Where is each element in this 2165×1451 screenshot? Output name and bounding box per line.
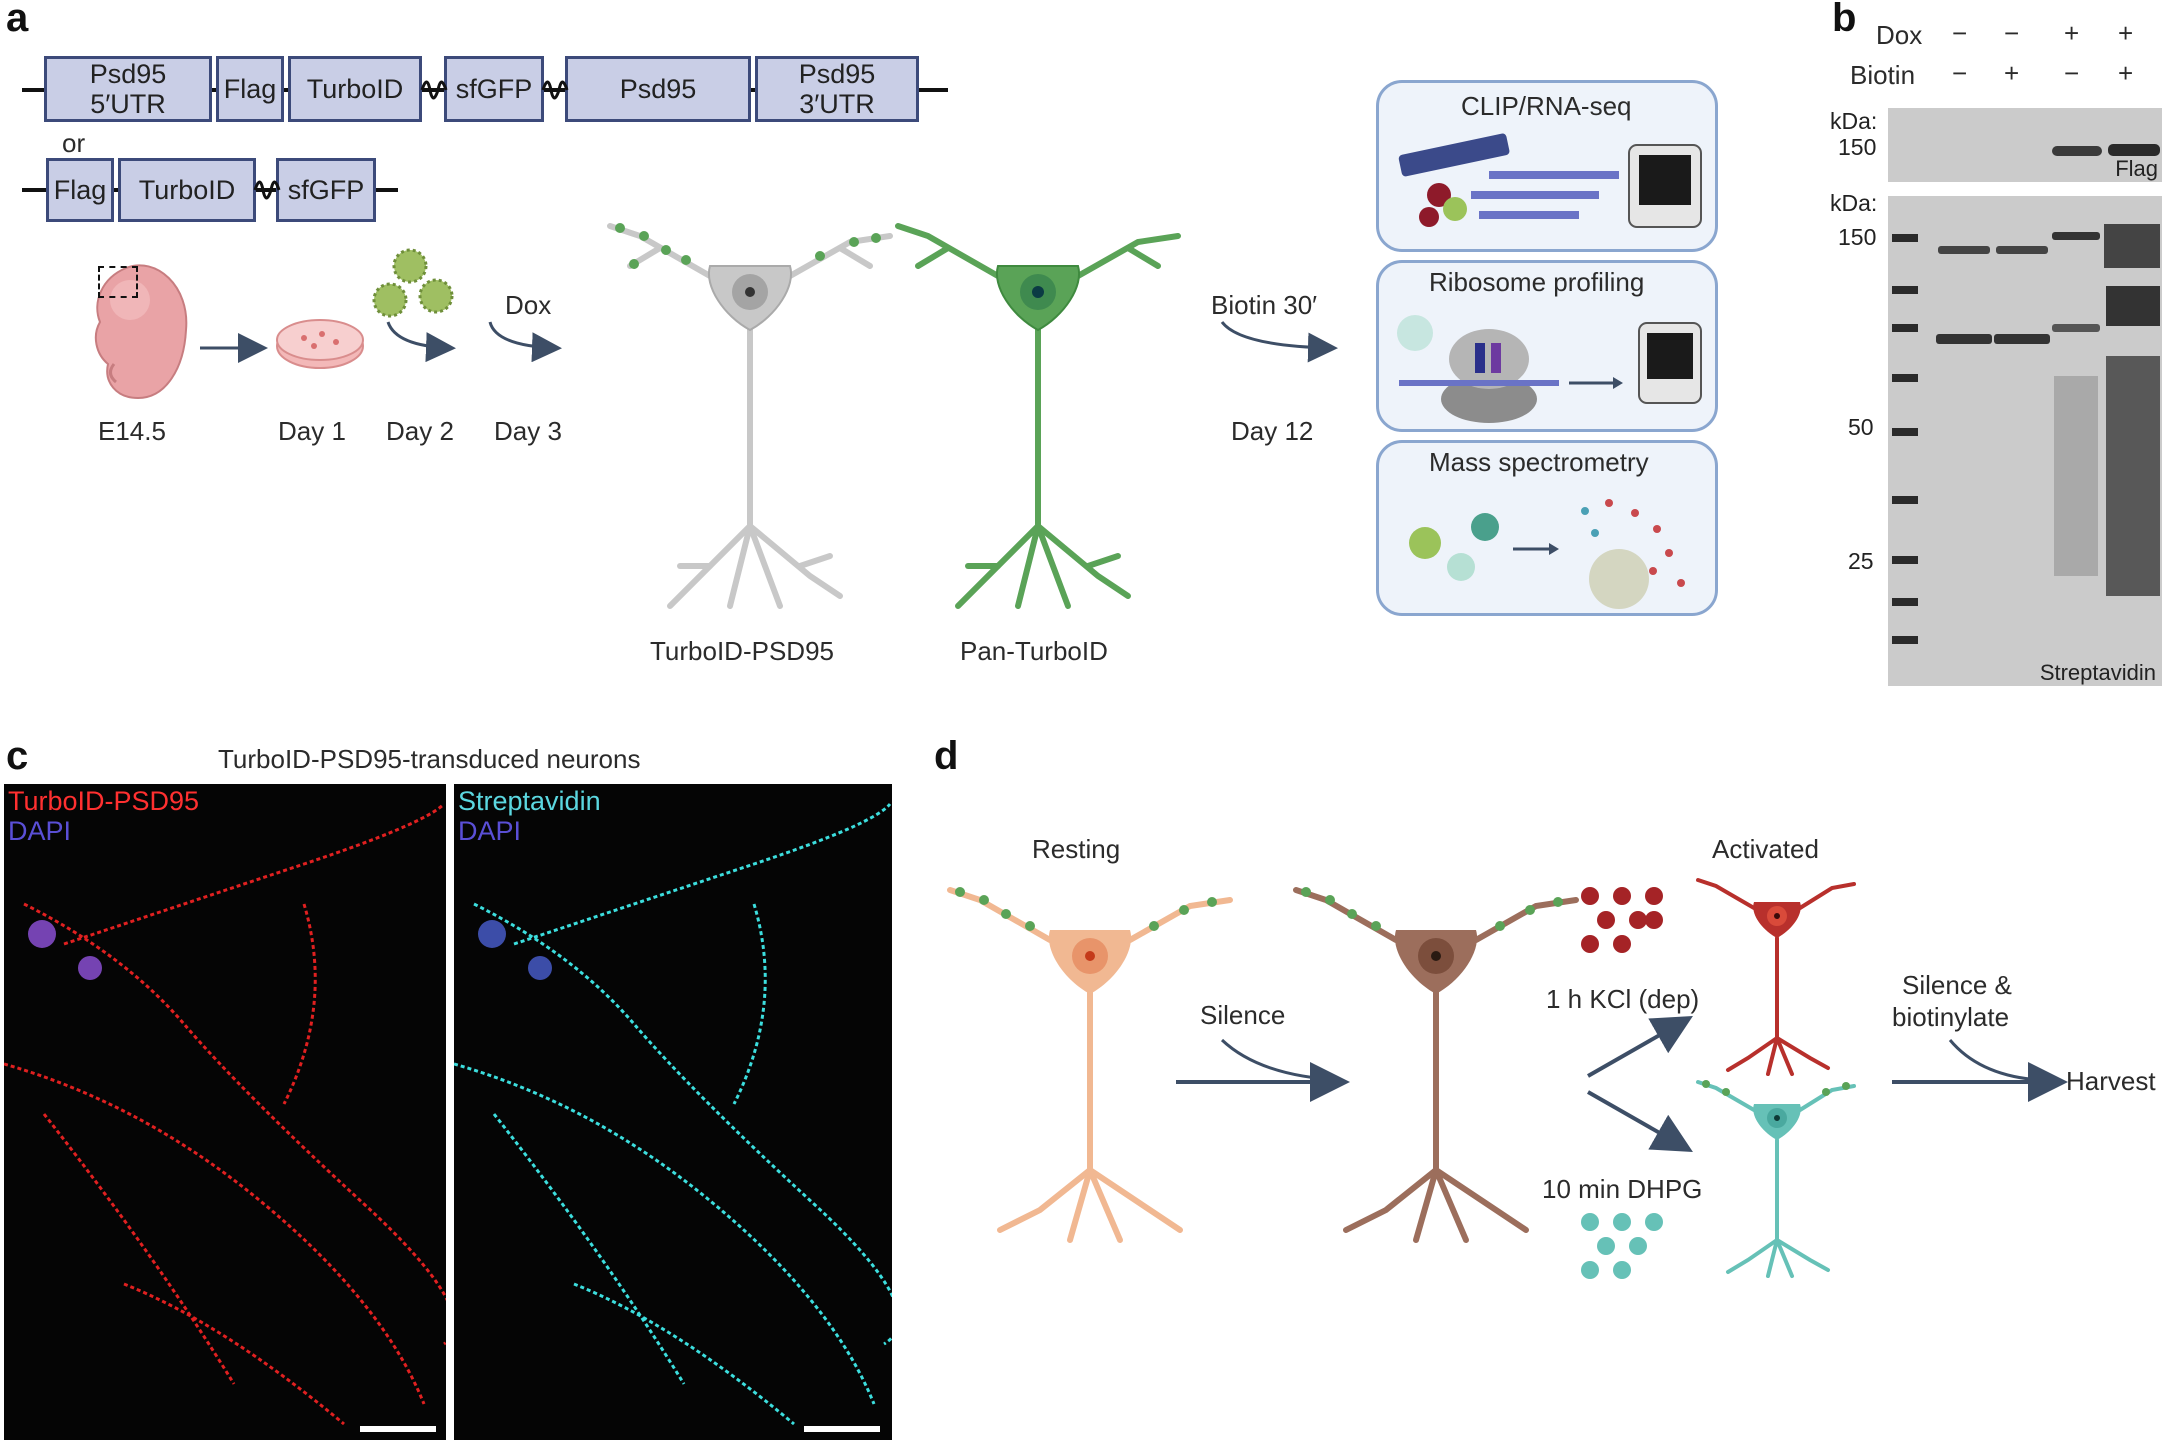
neuron-activated-kcl [1696, 878, 1856, 1076]
timeline-arrows [200, 321, 1338, 363]
streptavidin-blot: Streptavidin [1888, 196, 2162, 686]
dox-lane-3: + [2064, 18, 2080, 48]
activated-label: Activated [1712, 834, 1819, 864]
panel-b-letter: b [1832, 0, 1857, 40]
neuron-resting [947, 887, 1233, 1243]
blot-dox-label: Dox [1876, 20, 1923, 50]
construct2-flag: Flag [46, 158, 114, 222]
silence-biotinylate-label-1: Silence & [1902, 970, 2012, 1000]
neuron-activated-dhpg [1696, 1080, 1856, 1278]
panel-d-letter: d [934, 734, 959, 778]
harvest-label: Harvest [2066, 1066, 2156, 1096]
virus-particles-icon [372, 248, 454, 318]
streptavidin-blot-label: Streptavidin [2039, 660, 2156, 685]
blot1-150-label: 150 [1838, 134, 1877, 160]
biotin-label: Biotin 30′ [1211, 290, 1318, 320]
dox-lane-2: − [2004, 18, 2020, 48]
assay-ms-title: Mass spectrometry [1429, 447, 1649, 477]
micrograph-dapi-label-right: DAPI [458, 816, 522, 846]
cyan-neurite-signal [454, 802, 892, 1432]
construct-psd95-3utr: Psd95 3′UTR [755, 56, 919, 122]
assay-clip-rna-seq: CLIP/RNA-seq [1376, 80, 1718, 252]
day1-label: Day 1 [278, 416, 346, 446]
silence-label: Silence [1200, 1000, 1286, 1030]
construct-psd95-label: Psd95 [619, 74, 697, 104]
construct2-sfgfp: sfGFP [276, 158, 376, 222]
day3-label: Day 3 [494, 416, 562, 446]
blot-biotin-label: Biotin [1850, 60, 1916, 90]
neuron-turboid-psd95 [607, 223, 893, 609]
panel-c-title: TurboID-PSD95-transduced neurons [218, 744, 641, 774]
biotin-lane-2: + [2004, 58, 2020, 88]
blot2-50-label: 50 [1848, 414, 1874, 440]
micrograph-streptavidin: Streptavidin DAPI [454, 784, 892, 1440]
dhpg-label: 10 min DHPG [1542, 1174, 1703, 1204]
blot2-150-label: 150 [1838, 224, 1877, 250]
neuron-label-turboid-psd95: TurboID-PSD95 [650, 636, 834, 666]
construct-psd95: Psd95 [565, 56, 751, 122]
neuron-silenced [1293, 887, 1579, 1243]
assay-ribo-title: Ribosome profiling [1429, 267, 1645, 297]
e14-label: E14.5 [98, 416, 166, 446]
silence-biotinylate-label-2: biotinylate [1892, 1002, 2010, 1032]
cortex-selection-box [98, 266, 138, 298]
construct2-sfgfp-label: sfGFP [287, 175, 365, 205]
kcl-particles-icon [1581, 887, 1663, 953]
assay-clip-title: CLIP/RNA-seq [1461, 91, 1632, 121]
dox-label: Dox [505, 290, 552, 320]
embryo-icon [94, 264, 188, 400]
flag-blot: Flag [1888, 108, 2162, 182]
red-neurite-signal [4, 802, 446, 1432]
construct-flag: Flag [216, 56, 284, 122]
clip-illustration [1398, 133, 1702, 228]
blot2-kda-label: kDa: [1830, 190, 1878, 216]
micrograph-turboid-psd95: TurboID-PSD95 DAPI [4, 784, 446, 1440]
or-label: or [62, 128, 86, 158]
panel-c-letter: c [6, 734, 29, 778]
construct-psd95-5utr: Psd95 5′UTR [44, 56, 212, 122]
construct-sfgfp-label: sfGFP [455, 74, 533, 104]
day2-label: Day 2 [386, 416, 454, 446]
flag-band-lane4 [2108, 144, 2160, 156]
blot2-25-label: 25 [1848, 548, 1874, 574]
construct-psd95-3utr-label: Psd95 3′UTR [798, 59, 876, 119]
linker-icon [420, 80, 448, 100]
assay-mass-spectrometry: Mass spectrometry [1376, 440, 1718, 616]
micrograph-dapi-label-left: DAPI [8, 816, 72, 846]
flag-blot-label: Flag [2115, 156, 2158, 181]
day12-label: Day 12 [1231, 416, 1314, 446]
culture-dish-icon [276, 319, 364, 369]
biotin-lane-3: − [2064, 58, 2080, 88]
biotin-lane-4: + [2118, 58, 2134, 88]
dhpg-particles-icon [1581, 1213, 1663, 1279]
construct2-turboid-label: TurboID [138, 175, 236, 205]
dox-lane-4: + [2118, 18, 2134, 48]
neuron-pan-turboid [895, 223, 1181, 609]
biotin-lane-1: − [1952, 58, 1968, 88]
construct-flag-label: Flag [223, 74, 277, 104]
construct2-turboid: TurboID [118, 158, 256, 222]
ribosome-illustration [1397, 315, 1702, 423]
flag-band-lane3 [2052, 146, 2102, 156]
construct2-flag-label: Flag [53, 175, 107, 205]
resting-label: Resting [1032, 834, 1121, 864]
neuron-label-pan-turboid: Pan-TurboID [960, 636, 1108, 666]
ms-illustration [1409, 499, 1685, 609]
panel-a-letter: a [6, 0, 29, 40]
construct-turboid: TurboID [288, 56, 422, 122]
dox-lane-1: − [1952, 18, 1968, 48]
construct-psd95-5utr-label: Psd95 5′UTR [89, 59, 167, 119]
streptavidin-bands [1892, 224, 2160, 644]
blot1-kda-label: kDa: [1830, 108, 1878, 134]
micrograph-red-label: TurboID-PSD95 [8, 786, 200, 816]
construct-turboid-label: TurboID [306, 74, 404, 104]
assay-ribosome-profiling: Ribosome profiling [1376, 260, 1718, 432]
linker-icon [253, 180, 281, 200]
linker-icon [541, 80, 569, 100]
micrograph-cyan-label: Streptavidin [458, 786, 601, 816]
kcl-label: 1 h KCl (dep) [1546, 984, 1700, 1014]
